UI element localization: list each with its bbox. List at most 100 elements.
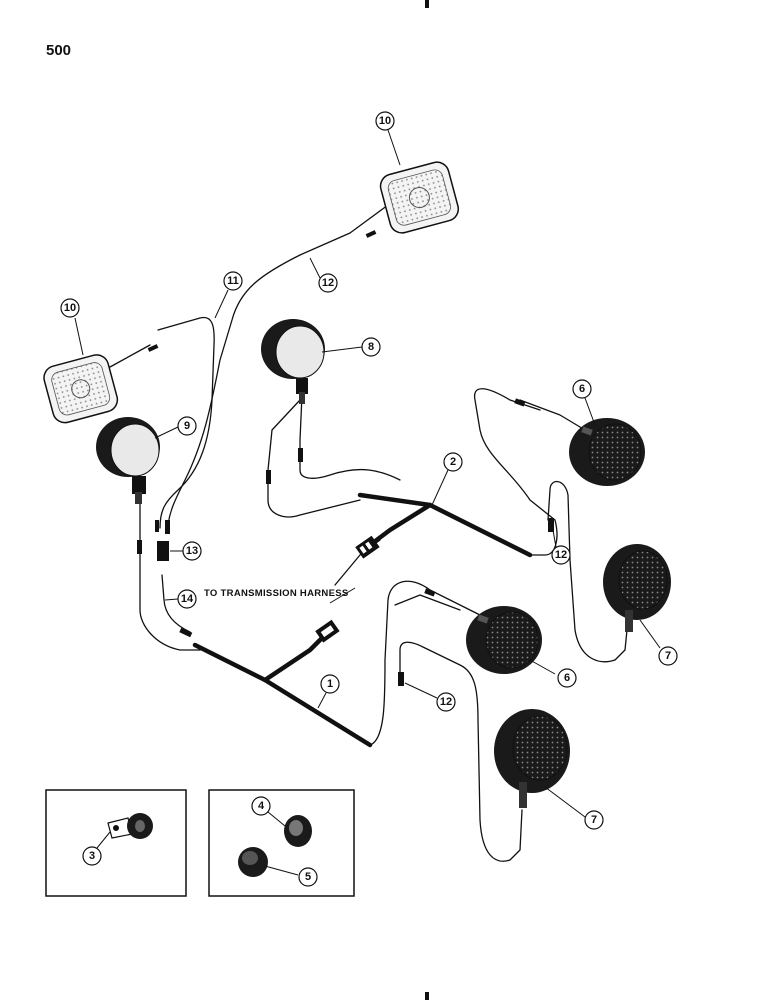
grommet-5 xyxy=(238,847,268,877)
callout-circle xyxy=(60,298,80,318)
work-lamp-7-lower xyxy=(494,709,570,808)
leader-line xyxy=(214,289,229,319)
wire-lamp6-upper xyxy=(519,399,586,431)
work-lamp-7-upper xyxy=(603,544,671,632)
wire-12-upper xyxy=(167,204,389,526)
callout-circle xyxy=(318,273,338,293)
callout-11: 11 xyxy=(227,275,239,287)
callout-circle xyxy=(557,668,577,688)
callout-circle xyxy=(443,452,463,472)
wire-lamp8-b xyxy=(267,399,361,518)
connector xyxy=(165,520,170,534)
leader-line xyxy=(154,426,179,439)
work-lamp-8 xyxy=(261,319,325,404)
wire-lamp7-upper xyxy=(547,480,629,663)
connector xyxy=(155,520,159,532)
leader-line xyxy=(529,659,556,675)
callout-13: 13 xyxy=(186,545,198,557)
callout-3: 3 xyxy=(89,850,95,862)
grommet-4 xyxy=(284,815,312,847)
bottom-mark xyxy=(425,992,429,1000)
callout-circle xyxy=(82,846,102,866)
harness-1-trunk xyxy=(192,642,373,748)
leader-line xyxy=(317,692,327,709)
transmission-connector xyxy=(355,535,380,559)
callout-7-lower: 7 xyxy=(591,814,597,826)
leader-line xyxy=(267,811,286,827)
connector xyxy=(514,398,526,407)
connector xyxy=(398,672,404,686)
harness-2-trunk xyxy=(357,492,533,558)
connector xyxy=(147,344,159,352)
callout-2: 2 xyxy=(450,456,456,468)
transmission-harness-note: TO TRANSMISSION HARNESS xyxy=(204,588,349,599)
leader-line xyxy=(321,346,363,353)
callout-circle xyxy=(584,810,604,830)
callout-8: 8 xyxy=(368,341,374,353)
flood-lamp-left xyxy=(43,354,119,424)
connector-13 xyxy=(157,541,169,561)
wire-harness2-right xyxy=(473,388,558,556)
callout-14: 14 xyxy=(181,593,194,605)
callout-7-upper: 7 xyxy=(665,650,671,662)
leader-line xyxy=(387,129,401,166)
callout-circle xyxy=(298,867,318,887)
callout-circle xyxy=(223,271,243,291)
leader-line xyxy=(329,587,356,604)
connector xyxy=(298,448,303,462)
wire-lamp9 xyxy=(139,499,201,651)
callout-9: 9 xyxy=(184,420,190,432)
connector xyxy=(266,470,271,484)
clip-part xyxy=(107,813,153,839)
callout-1: 1 xyxy=(327,678,333,690)
callout-circle xyxy=(177,416,197,436)
callout-5: 5 xyxy=(305,871,311,883)
connector xyxy=(179,627,193,638)
callout-circle xyxy=(436,692,456,712)
wire-lamp7-lower xyxy=(399,641,523,862)
callout-6-lower: 6 xyxy=(564,672,570,684)
leader-line xyxy=(96,831,111,849)
callout-circle xyxy=(251,796,271,816)
connector xyxy=(424,588,436,597)
callout-circle xyxy=(177,589,197,609)
transmission-plug xyxy=(315,619,340,643)
leader-line xyxy=(309,257,321,279)
callout-circle xyxy=(658,646,678,666)
callout-circle xyxy=(375,111,395,131)
callout-circle xyxy=(361,337,381,357)
inset-box-grommets xyxy=(208,789,355,897)
callout-circle xyxy=(572,379,592,399)
callout-10-left: 10 xyxy=(64,302,76,314)
connector xyxy=(365,230,377,238)
wire-lamp8 xyxy=(299,394,401,481)
flood-lamp-top xyxy=(379,161,460,234)
callout-6-upper: 6 xyxy=(579,383,585,395)
callout-12-lower: 12 xyxy=(440,696,452,708)
callout-circle xyxy=(320,674,340,694)
callout-4: 4 xyxy=(258,800,265,812)
inset-box-clip xyxy=(45,789,187,897)
connector xyxy=(137,540,142,554)
top-mark xyxy=(425,0,429,8)
leader-line xyxy=(74,317,84,356)
callout-10-top: 10 xyxy=(379,115,391,127)
callout-circle xyxy=(182,541,202,561)
callout-circle xyxy=(551,545,571,565)
wire-harness1-loop xyxy=(369,580,491,746)
wire-lamp6-lower xyxy=(394,594,461,611)
wire-11 xyxy=(157,316,215,529)
wire-left-flood xyxy=(109,344,151,368)
work-lamp-6-lower xyxy=(466,606,542,674)
leader-line xyxy=(431,469,449,506)
callout-12-top: 12 xyxy=(322,277,334,289)
callout-12-right: 12 xyxy=(555,549,567,561)
leader-line xyxy=(584,397,596,426)
leader-line xyxy=(544,786,586,818)
harness-2-branch xyxy=(367,502,433,548)
leader-line xyxy=(639,619,661,649)
connector xyxy=(548,518,554,532)
leader-line xyxy=(164,598,179,601)
work-lamp-9 xyxy=(96,417,160,504)
